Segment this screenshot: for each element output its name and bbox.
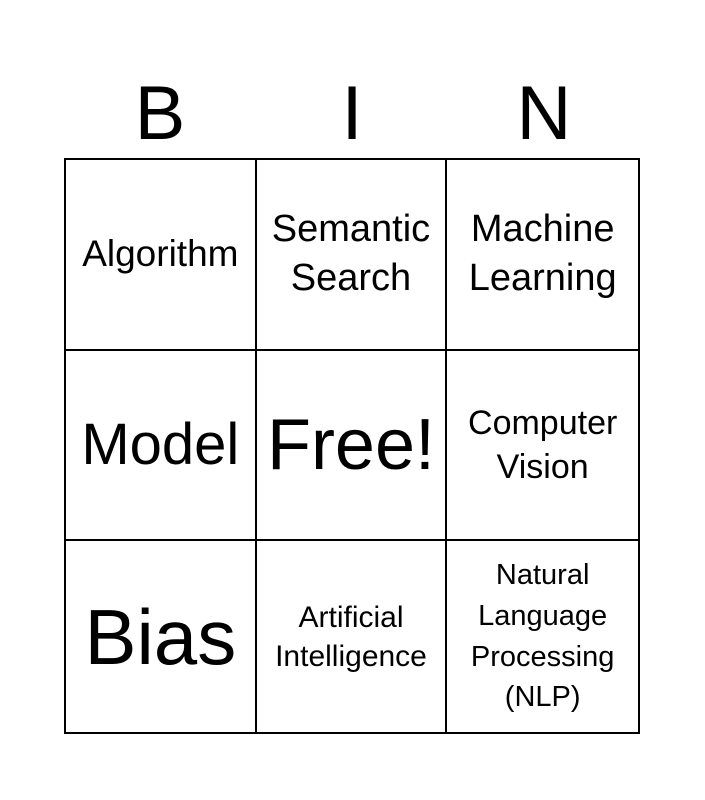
bingo-board: Algorithm Semantic Search Machine Learni…	[64, 158, 640, 734]
bingo-cell[interactable]: Computer Vision	[447, 351, 638, 542]
header-letter-b: B	[134, 71, 186, 156]
header-letter-n: N	[516, 71, 572, 156]
bingo-cell[interactable]: Algorithm	[66, 160, 257, 351]
free-space-cell[interactable]: Free!	[256, 350, 448, 542]
bingo-cell[interactable]: Bias	[66, 541, 257, 732]
bingo-cell[interactable]: Artificial Intelligence	[257, 541, 448, 732]
bingo-header: B I N	[64, 70, 640, 158]
bingo-cell[interactable]: Machine Learning	[447, 160, 638, 351]
bingo-cell[interactable]: Model	[66, 350, 257, 542]
bingo-cell[interactable]: Natural Language Processing (NLP)	[470, 559, 615, 714]
header-letter-i: I	[341, 71, 363, 156]
bingo-cell[interactable]: Semantic Search	[256, 160, 448, 351]
